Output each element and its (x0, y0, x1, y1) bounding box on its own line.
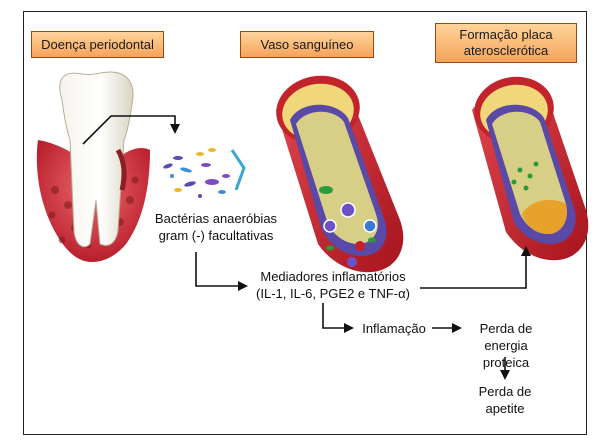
appetite-loss-line1: Perda de (470, 383, 540, 400)
bacteria-label-line2: gram (-) facultativas (146, 227, 286, 244)
bacteria-label: Bactérias anaeróbias gram (-) facultativ… (146, 210, 286, 244)
bacteria-label-line1: Bactérias anaeróbias (146, 210, 286, 227)
arrow-bacteria-to-mediators (196, 252, 246, 286)
energy-loss-line1: Perda de energia (458, 320, 554, 354)
mediators-label-line2: (IL-1, IL-6, PGE2 e TNF-α) (246, 285, 420, 302)
arrow-tooth-to-bacteria (83, 116, 175, 144)
inflammation-label-text: Inflamação (356, 320, 432, 337)
energy-loss-label: Perda de energia proteica (458, 320, 554, 371)
inflammation-label: Inflamação (356, 320, 432, 337)
mediators-label-line1: Mediadores inflamatórios (246, 268, 420, 285)
energy-loss-line2: proteica (458, 354, 554, 371)
appetite-loss-label: Perda de apetite (470, 383, 540, 417)
arrow-mediators-to-plaque (420, 248, 526, 288)
arrow-mediators-to-inflammation (323, 303, 352, 328)
appetite-loss-line2: apetite (470, 400, 540, 417)
mediators-label: Mediadores inflamatórios (IL-1, IL-6, PG… (246, 268, 420, 302)
